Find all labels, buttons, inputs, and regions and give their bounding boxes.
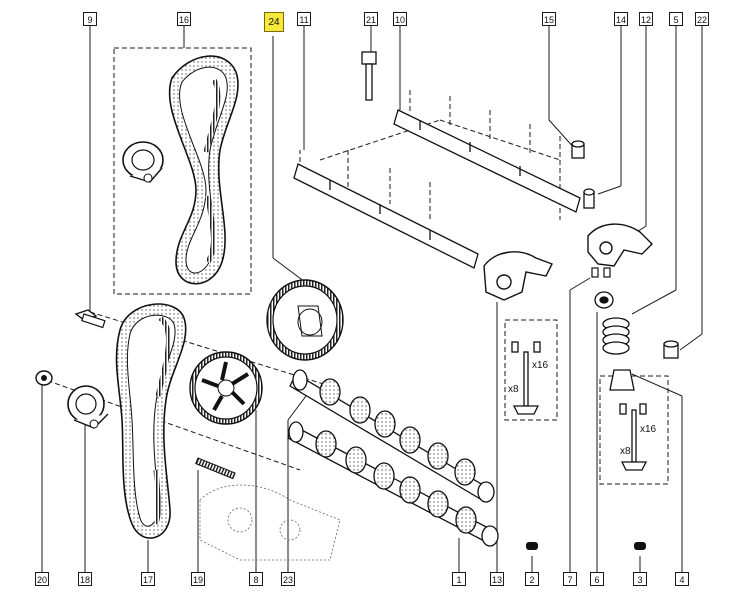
camshaft-23 bbox=[289, 369, 495, 503]
rocker-arm-13 bbox=[483, 251, 553, 301]
seal-symbol-2 bbox=[526, 542, 538, 550]
timing-belt bbox=[115, 303, 187, 539]
callout-7[interactable]: 7 bbox=[563, 572, 577, 586]
tensioner-spare bbox=[122, 141, 164, 183]
timing-belt-spare bbox=[168, 55, 239, 285]
spring-seat-4 bbox=[609, 369, 635, 391]
callout-11[interactable]: 11 bbox=[297, 12, 311, 26]
rocker-arm-12 bbox=[587, 223, 653, 267]
sprocket-8 bbox=[189, 351, 263, 425]
qty-label-intake-a: x16 bbox=[640, 424, 657, 435]
valve-retainer-6 bbox=[594, 291, 614, 309]
callout-2[interactable]: 2 bbox=[525, 572, 539, 586]
callout-22[interactable]: 22 bbox=[695, 12, 709, 26]
qty-label-exhaust-b: x8 bbox=[508, 384, 519, 395]
washer-20 bbox=[35, 370, 53, 386]
callout-5[interactable]: 5 bbox=[669, 12, 683, 26]
callout-3[interactable]: 3 bbox=[633, 572, 647, 586]
callout-6[interactable]: 6 bbox=[590, 572, 604, 586]
tensioner-18 bbox=[67, 385, 109, 429]
seal-symbol-3 bbox=[634, 542, 646, 550]
adjuster-15 bbox=[571, 140, 585, 159]
engine-block-sketch bbox=[199, 484, 341, 561]
valve-keepers-7 bbox=[591, 267, 611, 278]
sprocket-24 bbox=[266, 279, 344, 361]
adjuster-14 bbox=[583, 188, 595, 209]
callout-4[interactable]: 4 bbox=[675, 572, 689, 586]
callout-21[interactable]: 21 bbox=[364, 12, 378, 26]
rocker-shaft-10 bbox=[393, 109, 581, 213]
qty-label-intake-b: x8 bbox=[620, 446, 631, 457]
callout-14[interactable]: 14 bbox=[614, 12, 628, 26]
rocker-shaft-11 bbox=[293, 163, 479, 269]
valve-spring-5 bbox=[602, 317, 630, 355]
dashed-group-boxes bbox=[39, 47, 669, 485]
valve-2 bbox=[511, 341, 541, 415]
callout-13[interactable]: 13 bbox=[490, 572, 504, 586]
stud-19 bbox=[195, 457, 236, 480]
callout-15[interactable]: 15 bbox=[542, 12, 556, 26]
callout-18[interactable]: 18 bbox=[78, 572, 92, 586]
callout-20[interactable]: 20 bbox=[35, 572, 49, 586]
callout-10[interactable]: 10 bbox=[393, 12, 407, 26]
valve-3 bbox=[619, 403, 648, 471]
bolt-21 bbox=[361, 51, 377, 101]
bolt-9 bbox=[74, 309, 106, 329]
callout-17[interactable]: 17 bbox=[141, 572, 155, 586]
callout-23[interactable]: 23 bbox=[281, 572, 295, 586]
callout-19[interactable]: 19 bbox=[191, 572, 205, 586]
qty-label-exhaust-a: x16 bbox=[532, 360, 549, 371]
camshaft-1 bbox=[287, 421, 499, 547]
callout-24-highlighted[interactable]: 24 bbox=[264, 12, 284, 32]
callout-12[interactable]: 12 bbox=[639, 12, 653, 26]
valve-seal-22 bbox=[663, 340, 679, 359]
callout-8[interactable]: 8 bbox=[249, 572, 263, 586]
callout-16[interactable]: 16 bbox=[177, 12, 191, 26]
callout-9[interactable]: 9 bbox=[83, 12, 97, 26]
callout-1[interactable]: 1 bbox=[452, 572, 466, 586]
